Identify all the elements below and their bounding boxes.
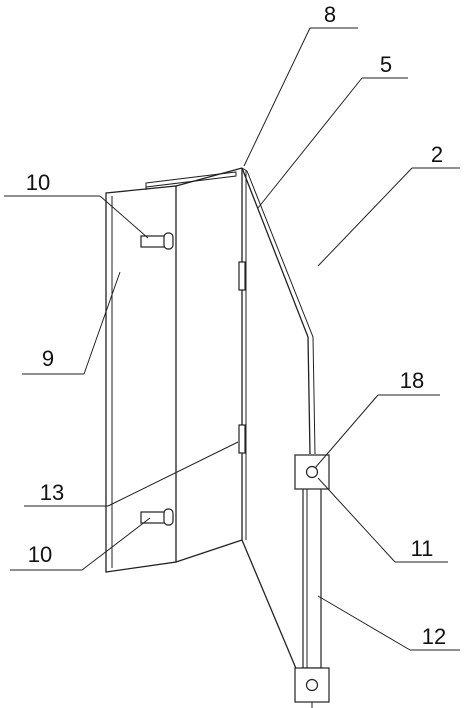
latch-upper xyxy=(140,232,174,250)
label-10-bottom: 10 xyxy=(28,542,52,567)
lower-diagonal xyxy=(241,539,301,679)
label-12: 12 xyxy=(422,624,446,649)
label-10-top: 10 xyxy=(26,170,50,195)
label-8: 8 xyxy=(324,2,336,27)
clamp-block-bottom xyxy=(294,667,330,708)
post-12 xyxy=(302,487,322,669)
label-5: 5 xyxy=(380,52,392,77)
label-2: 2 xyxy=(431,142,443,167)
hinge-lower xyxy=(238,424,246,454)
label-18: 18 xyxy=(400,368,424,393)
label-13: 13 xyxy=(40,480,64,505)
angled-arm-5 xyxy=(241,167,316,455)
label-11: 11 xyxy=(411,536,434,561)
top-rail xyxy=(145,171,237,190)
leader-lines xyxy=(4,27,460,651)
hinge-upper xyxy=(238,261,246,291)
panel-9 xyxy=(105,167,243,573)
label-9: 9 xyxy=(42,346,54,371)
door-leaf xyxy=(241,168,247,540)
latch-lower xyxy=(140,508,174,526)
